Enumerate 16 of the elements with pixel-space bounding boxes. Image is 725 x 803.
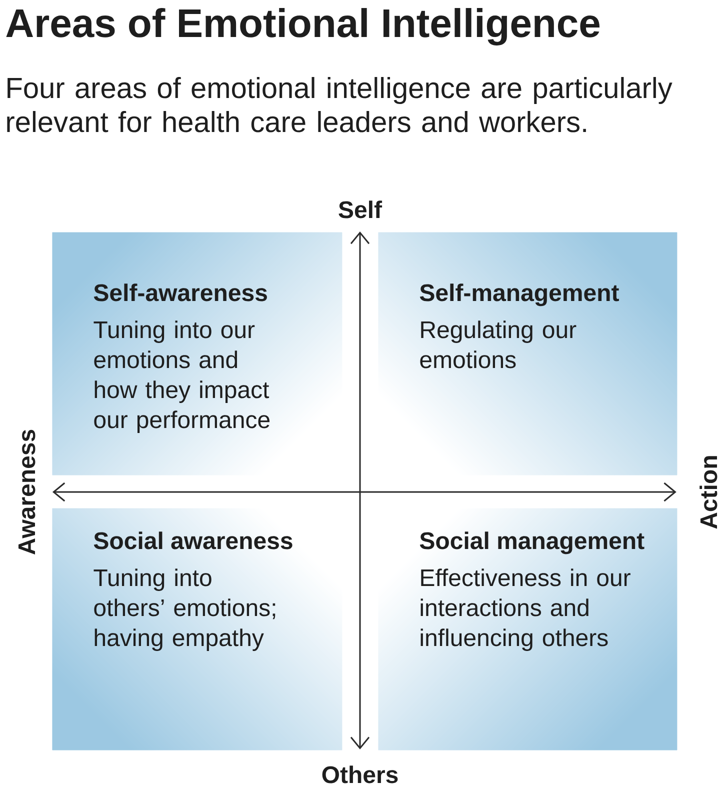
quadrant-description: Effectiveness in our interactions and influencing others <box>420 568 630 651</box>
quadrant-heading: Social management <box>420 532 644 554</box>
subtitle: Four areas of emotional intelligence are particularly relevant for health care leaders and workers. <box>7 77 672 132</box>
axis-label: Action <box>700 456 718 529</box>
double-arrow <box>350 231 370 750</box>
quadrant-description: Tuning into others’ emotions; having empathy <box>94 568 276 651</box>
quadrant-description: Tuning into our emotions and how they impact our performance <box>94 320 270 433</box>
quadrant-heading: Self-management <box>420 284 619 306</box>
quadrant-heading: Self-awareness <box>94 284 267 302</box>
quadrant-heading: Social awareness <box>94 532 292 550</box>
axis-label: Awareness <box>18 430 36 555</box>
axis-label: Others <box>322 766 398 784</box>
quadrant-description: Regulating our emotions <box>420 320 576 368</box>
axis-label: Self <box>338 200 382 218</box>
title: Areas of Emotional Intelligence <box>6 8 600 46</box>
double-arrow <box>52 482 676 502</box>
